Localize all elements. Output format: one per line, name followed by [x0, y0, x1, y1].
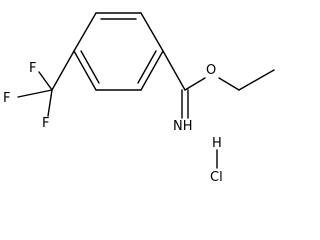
fluorine-top-label: F	[29, 61, 37, 76]
imidate-group	[162, 50, 275, 119]
ring-to-imidate-carbon-bond	[162, 50, 186, 91]
fluorine-bottom-label: F	[42, 116, 50, 131]
ethyl-carbon-carbon-bond	[238, 69, 275, 91]
ring-bond-bottom-right	[140, 50, 164, 91]
oxygen-label: O	[206, 63, 217, 78]
benzene-ring	[73, 12, 164, 91]
oxygen-ethyl-bond	[218, 77, 240, 91]
c-f-bottom-bond	[47, 89, 53, 117]
ring-bond-bottom-left	[73, 50, 97, 91]
ring-bond-top-right	[140, 12, 164, 52]
ring-double-bond-right	[137, 50, 157, 84]
ring-to-cf3-bond	[51, 50, 75, 91]
fluorine-left-label: F	[3, 91, 11, 106]
trifluoromethyl-group	[17, 50, 75, 117]
carbon-oxygen-bond	[184, 77, 206, 91]
c-f-top-bond	[38, 71, 53, 91]
structure-canvas: F F F O NH H Cl	[3, 12, 275, 185]
imine-nh-label: NH	[173, 119, 193, 134]
hydrogen-label: H	[212, 136, 222, 151]
chlorine-label: Cl	[210, 170, 223, 185]
ring-double-bond-left	[80, 50, 100, 84]
molecule-diagram	[17, 12, 275, 169]
c-f-left-bond	[17, 89, 53, 98]
ring-bond-top-left	[73, 12, 97, 52]
